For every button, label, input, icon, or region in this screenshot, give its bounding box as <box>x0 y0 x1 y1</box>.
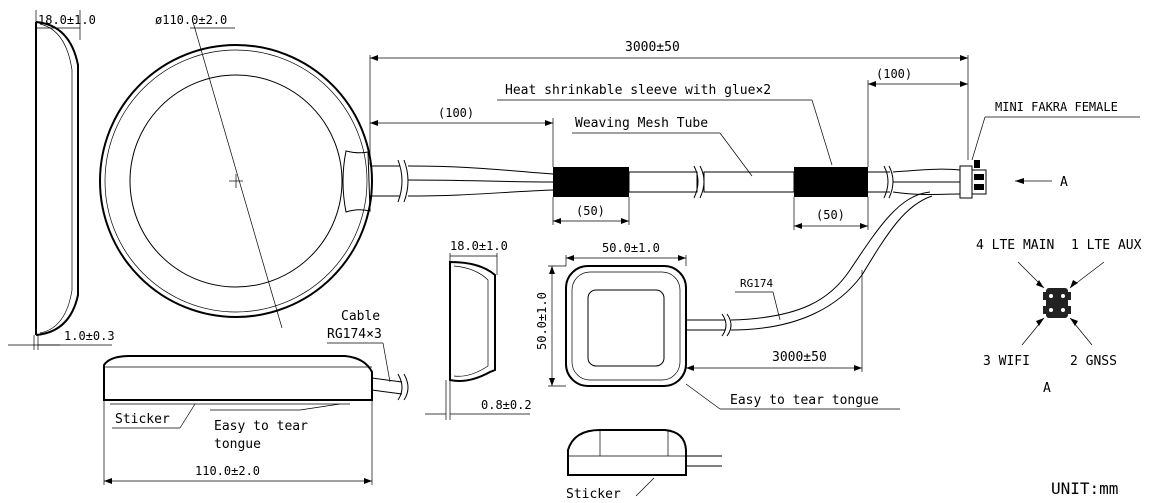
gnss-offset-dim: 0.8±0.2 <box>481 398 532 412</box>
side-thickness-dim: 18.0±1.0 <box>38 13 96 27</box>
connector-pin-view <box>1017 261 1105 346</box>
main-length-text: 3000±50 <box>625 40 680 55</box>
round-antenna-top <box>99 21 373 329</box>
tear-right-label: Easy to tear tongue <box>730 393 879 408</box>
unit-label: UNIT:mm <box>1051 479 1118 498</box>
connector-label: MINI FAKRA FEMALE <box>995 100 1118 114</box>
side-width-dim: 110.0±2.0 <box>195 464 260 478</box>
heat-shrink-left <box>553 167 629 197</box>
mesh-tube-label: Weaving Mesh Tube <box>575 116 708 131</box>
sticker-left-label: Sticker <box>115 412 170 427</box>
left-100-text: (100) <box>438 106 474 120</box>
gnss-side-view <box>425 253 530 420</box>
gnss-thickness-dim: 18.0±1.0 <box>450 239 508 253</box>
sticker-bottom-label: Sticker <box>566 487 621 502</box>
gnss-width-dim: 50.0±1.0 <box>602 241 660 255</box>
right-100-text: (100) <box>876 67 912 81</box>
sleeve-50-left-text: (50) <box>576 204 605 218</box>
sleeve-50-dims <box>552 197 869 230</box>
main-length-dim <box>369 55 969 165</box>
heat-shrink-label: Heat shrinkable sleeve with glue×2 <box>505 83 771 98</box>
cable-label-1: Cable <box>341 309 380 324</box>
base-offset-dim: 1.0±0.3 <box>64 329 115 343</box>
view-a-label: A <box>1043 381 1051 396</box>
left-100-dim <box>370 118 554 167</box>
heat-shrink-right <box>794 167 868 197</box>
pin-3-label: 3 WIFI <box>983 354 1030 369</box>
rg174-label: RG174 <box>740 277 773 290</box>
tear-left-label-1: Easy to tear <box>214 419 308 434</box>
right-100-dim <box>867 80 968 167</box>
tear-left-label-2: tongue <box>214 437 261 452</box>
sleeve-50-right-text: (50) <box>816 208 845 222</box>
gnss-top-view <box>548 191 933 410</box>
cable-label-2: RG174×3 <box>327 327 382 342</box>
side-view-left <box>8 10 112 350</box>
pin-4-label: 4 LTE MAIN <box>976 238 1054 253</box>
gnss-bottom-side <box>567 429 722 497</box>
view-arrow-label: A <box>1060 175 1068 190</box>
gnss-cable-length-dim: 3000±50 <box>772 350 827 365</box>
pin-2-label: 2 GNSS <box>1070 354 1117 369</box>
side-view-bottom <box>103 342 409 485</box>
leaders <box>497 99 1140 184</box>
diameter-dim: ø110.0±2.0 <box>155 13 227 27</box>
gnss-height-dim: 50.0±1.0 <box>535 292 549 350</box>
pin-1-label: 1 LTE AUX <box>1071 238 1142 253</box>
main-cable <box>370 159 987 203</box>
